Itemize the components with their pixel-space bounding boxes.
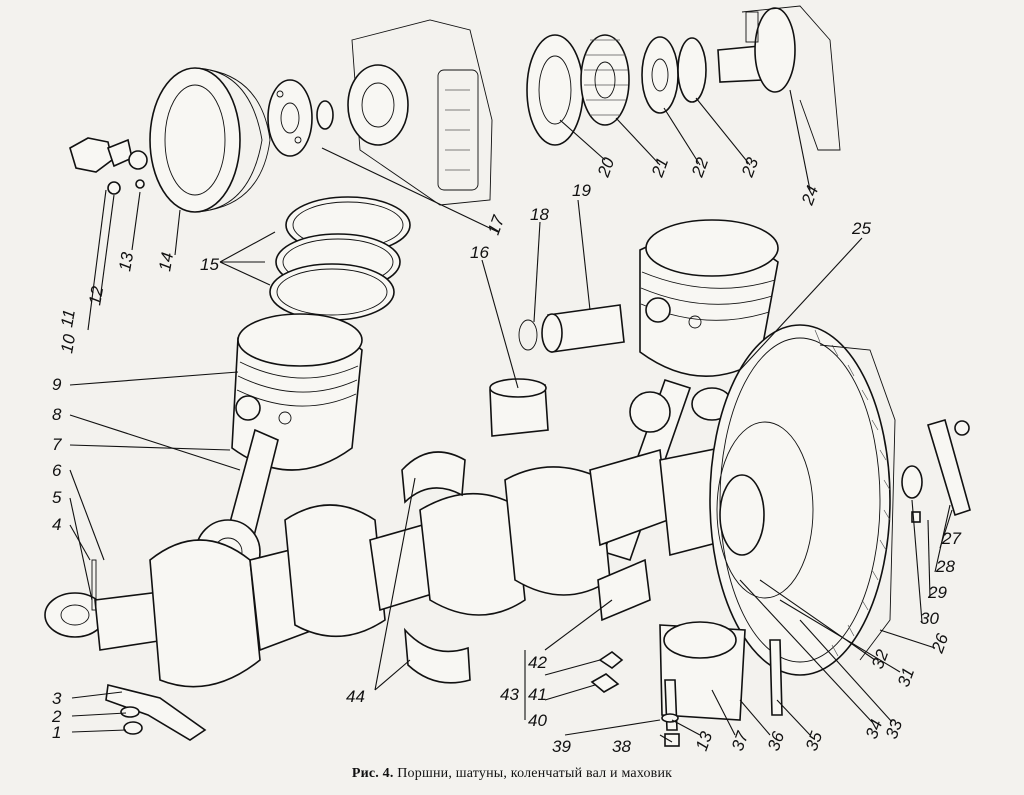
crank-pulley-assembly: [69, 67, 334, 213]
callout-35: 35: [802, 729, 827, 754]
callout-28: 28: [935, 557, 955, 576]
bearing-shells: [401, 451, 471, 684]
callout-18: 18: [530, 205, 549, 224]
callout-7: 7: [52, 435, 62, 454]
callout-12: 12: [85, 284, 107, 306]
callout-37: 37: [728, 729, 753, 754]
callout-39: 39: [552, 737, 571, 756]
callout-31: 31: [894, 665, 918, 689]
exploded-parts-diagram: 1 2 3 4 5 6 7 8 9 10 11 12 13 14 15 16 1…: [44, 5, 971, 756]
callout-26: 26: [928, 631, 953, 657]
callout-24: 24: [798, 183, 823, 208]
callout-29: 29: [927, 583, 947, 602]
callout-19: 19: [572, 181, 591, 200]
callout-41: 41: [528, 685, 547, 704]
figure-caption: Рис. 4. Поршни, шатуны, коленчатый вал и…: [0, 766, 1024, 782]
callout-16: 16: [470, 243, 489, 262]
callout-10: 10: [57, 332, 79, 354]
callout-labels: 1 2 3 4 5 6 7 8 9 10 11 12 13 14 15 16 1…: [51, 155, 961, 756]
callout-14: 14: [155, 251, 177, 273]
callout-2: 2: [51, 707, 62, 726]
callout-42: 42: [528, 653, 547, 672]
callout-34: 34: [862, 717, 886, 741]
callout-32: 32: [868, 647, 893, 672]
callout-30: 30: [920, 609, 939, 628]
callout-21: 21: [648, 155, 673, 180]
callout-3: 3: [52, 689, 62, 708]
callout-23: 23: [738, 155, 763, 181]
callout-27: 27: [941, 529, 961, 548]
callout-38: 38: [612, 737, 631, 756]
pin-and-bushings: [489, 304, 625, 437]
callout-4: 4: [52, 515, 61, 534]
callout-15: 15: [200, 255, 219, 274]
callout-17: 17: [484, 213, 509, 238]
callout-13: 13: [115, 250, 137, 272]
rod-cap-and-studs: [590, 558, 783, 747]
piston-rings: [269, 196, 411, 321]
caption-text: Поршни, шатуны, коленчатый вал и маховик: [397, 766, 673, 781]
callout-22: 22: [688, 155, 713, 181]
callout-8: 8: [52, 405, 62, 424]
callout-20: 20: [594, 155, 619, 181]
callout-40: 40: [528, 711, 547, 730]
callout-6: 6: [52, 461, 62, 480]
leader-lines: [69, 89, 953, 743]
callout-33: 33: [882, 717, 907, 742]
engine-block-fragment: [347, 19, 493, 206]
crankshaft: [44, 447, 729, 688]
callout-43: 43: [500, 685, 519, 704]
flywheel: [709, 324, 896, 676]
callout-9: 9: [52, 375, 62, 394]
callout-5: 5: [52, 488, 62, 507]
front-bracket: [91, 559, 207, 741]
callout-11: 11: [57, 308, 79, 329]
callout-44: 44: [346, 687, 365, 706]
caption-prefix: Рис. 4.: [351, 766, 394, 781]
callout-1: 1: [52, 723, 61, 742]
flywheel-fasteners: [901, 419, 971, 523]
timing-gear-assembly: [526, 5, 841, 151]
callout-25: 25: [851, 219, 871, 238]
